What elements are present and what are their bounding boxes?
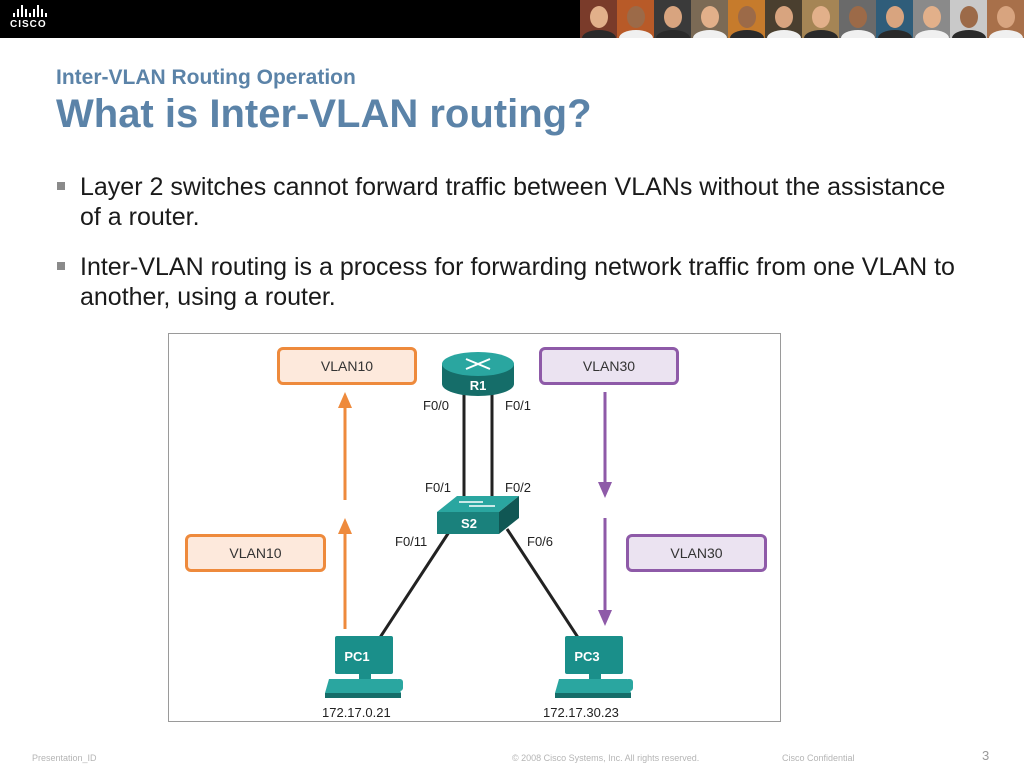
cisco-logo-bars-icon — [13, 4, 66, 17]
banner-photo — [950, 0, 987, 38]
person-shoulders — [914, 30, 949, 38]
photo-strip — [580, 0, 1024, 38]
bullet-text: Layer 2 switches cannot forward traffic … — [80, 173, 946, 231]
vlan30-downward-arrow-lower — [598, 518, 612, 626]
pc3-ip-address: 172.17.30.23 — [543, 705, 619, 720]
vlan30-downward-arrow-upper — [598, 392, 612, 498]
person-icon — [663, 6, 682, 28]
bullet-item: Layer 2 switches cannot forward traffic … — [56, 172, 956, 232]
person-shoulders — [692, 30, 727, 38]
router-label: R1 — [470, 378, 487, 393]
square-bullet-icon — [57, 182, 65, 190]
person-shoulders — [581, 30, 616, 38]
person-shoulders — [655, 30, 690, 38]
person-shoulders — [803, 30, 838, 38]
router-port-f00: F0/0 — [423, 398, 450, 413]
bullet-list: Layer 2 switches cannot forward traffic … — [56, 172, 956, 332]
banner-photo — [765, 0, 802, 38]
pc3-icon: PC3 — [555, 636, 633, 698]
banner-photo — [580, 0, 617, 38]
slide-subtitle: Inter-VLAN Routing Operation — [56, 66, 356, 89]
link-s2-pc1 — [377, 528, 453, 640]
vlan10-box-top: VLAN10 — [277, 347, 417, 385]
cisco-logo: CISCO — [10, 4, 66, 34]
switch-port-f011: F0/11 — [395, 534, 428, 549]
router-r1-icon: R1 — [442, 352, 514, 396]
footer-copyright: © 2008 Cisco Systems, Inc. All rights re… — [512, 753, 700, 763]
bullet-text: Inter-VLAN routing is a process for forw… — [80, 253, 955, 311]
person-icon — [700, 6, 719, 28]
footer-confidential: Cisco Confidential — [782, 753, 855, 763]
banner-photo — [617, 0, 654, 38]
pc3-label: PC3 — [574, 649, 599, 664]
switch-port-f01: F0/1 — [425, 480, 452, 495]
pc1-ip-address: 172.17.0.21 — [322, 705, 391, 720]
banner-photo — [876, 0, 913, 38]
switch-label: S2 — [461, 516, 477, 531]
person-icon — [848, 6, 867, 28]
page-number: 3 — [982, 748, 990, 763]
person-shoulders — [766, 30, 801, 38]
vlan30-box-top: VLAN30 — [539, 347, 679, 385]
banner-photo — [691, 0, 728, 38]
square-bullet-icon — [57, 262, 65, 270]
pc1-icon: PC1 — [325, 636, 403, 698]
router-port-f01: F0/1 — [505, 398, 532, 413]
pc1-label: PC1 — [344, 649, 369, 664]
person-icon — [996, 6, 1015, 28]
person-icon — [922, 6, 941, 28]
person-icon — [774, 6, 793, 28]
person-icon — [589, 6, 608, 28]
banner-photo — [802, 0, 839, 38]
banner-photo — [913, 0, 950, 38]
person-icon — [811, 6, 830, 28]
header-banner: CISCO — [0, 0, 1024, 38]
diagram-canvas: R1 S2 PC1 P — [325, 352, 633, 698]
banner-photo — [839, 0, 876, 38]
vlan10-upward-arrow-upper — [338, 392, 352, 500]
switch-s2-icon: S2 — [437, 496, 519, 534]
person-shoulders — [840, 30, 875, 38]
banner-photo — [728, 0, 765, 38]
person-icon — [885, 6, 904, 28]
person-shoulders — [951, 30, 986, 38]
person-shoulders — [988, 30, 1023, 38]
bullet-item: Inter-VLAN routing is a process for forw… — [56, 252, 956, 312]
person-icon — [737, 6, 756, 28]
vlan10-upward-arrow-lower — [338, 518, 352, 629]
vlan10-box-middle: VLAN10 — [185, 534, 326, 572]
banner-photo — [987, 0, 1024, 38]
switch-port-f02: F0/2 — [505, 480, 532, 495]
person-icon — [626, 6, 645, 28]
banner-photo — [654, 0, 691, 38]
footer-presentation-id: Presentation_ID — [32, 753, 97, 763]
person-shoulders — [618, 30, 653, 38]
switch-port-f06: F0/6 — [527, 534, 554, 549]
person-icon — [959, 6, 978, 28]
vlan30-box-middle: VLAN30 — [626, 534, 767, 572]
person-shoulders — [877, 30, 912, 38]
network-diagram: R1 S2 PC1 P — [168, 333, 781, 722]
slide-title: What is Inter-VLAN routing? — [56, 92, 592, 136]
person-shoulders — [729, 30, 764, 38]
link-s2-pc3 — [505, 528, 581, 640]
cisco-logo-text: CISCO — [10, 19, 47, 30]
